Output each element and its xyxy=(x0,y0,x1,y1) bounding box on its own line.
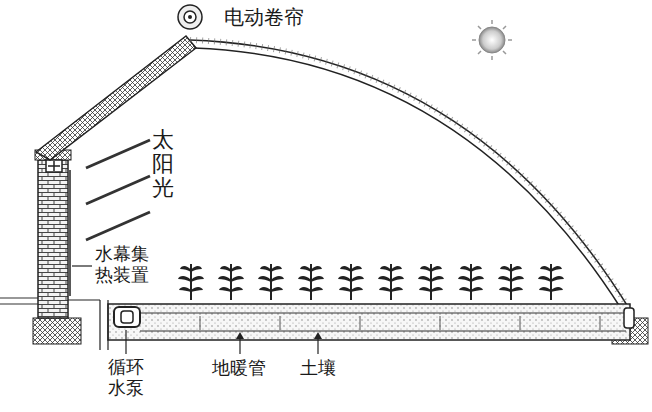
pump-symbol xyxy=(114,307,140,327)
brick-wall xyxy=(38,158,68,318)
leader-line xyxy=(125,330,126,354)
collector-head xyxy=(46,160,62,172)
pipe-end xyxy=(624,308,634,328)
roller-core xyxy=(184,11,196,23)
sun-symbol xyxy=(472,20,512,60)
supply-pipe xyxy=(68,300,108,350)
part-label: 循环 水泵 xyxy=(108,357,151,398)
floor-heating-pipe xyxy=(140,313,626,331)
part-label: 电动卷帘 xyxy=(224,6,304,29)
part-label: 水幕集 热装置 xyxy=(95,244,156,285)
soil-band xyxy=(108,304,630,340)
glazing-outer xyxy=(190,40,630,310)
sun-rays xyxy=(86,140,150,240)
collector-head-mark xyxy=(48,161,60,171)
leader-line xyxy=(72,265,92,266)
left-footing xyxy=(33,318,81,344)
part-label: 地暖管 xyxy=(212,358,266,379)
leader-arrowhead xyxy=(236,332,244,339)
roller-axle xyxy=(188,15,192,19)
leader-arrowhead xyxy=(314,332,322,339)
part-label: 太阳光 xyxy=(152,128,174,201)
part-label: 土壤 xyxy=(300,358,336,379)
soil-marks xyxy=(200,316,600,330)
pump-core xyxy=(121,311,133,323)
ground-line xyxy=(0,298,40,304)
roller-symbol xyxy=(178,5,202,29)
glazing-inner xyxy=(194,48,622,310)
glazing-hatch xyxy=(190,40,630,310)
water-curtain xyxy=(69,170,71,296)
plants xyxy=(178,264,564,300)
